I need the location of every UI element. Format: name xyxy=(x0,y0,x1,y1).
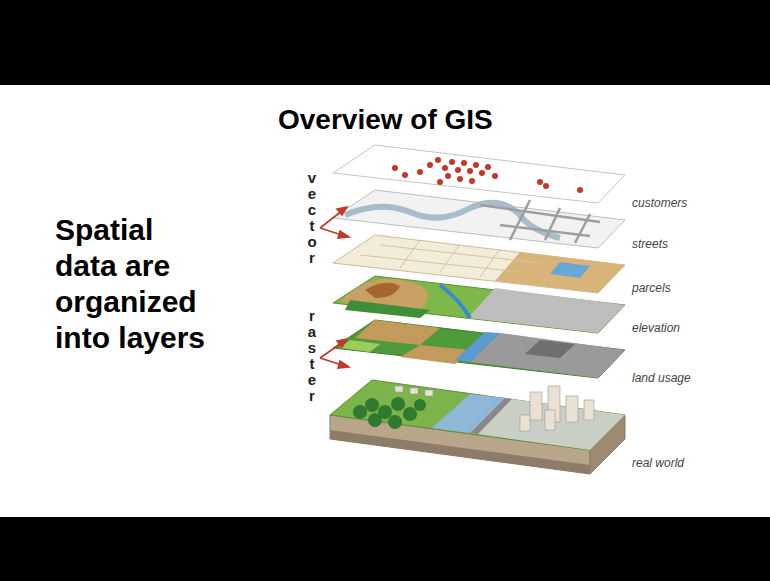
layer-label: elevation xyxy=(632,321,680,335)
layer-label: real world xyxy=(632,456,684,470)
layer-label: customers xyxy=(632,196,687,210)
real-world-block xyxy=(330,380,625,474)
bottom-bar xyxy=(0,517,770,581)
vertical-word: vector xyxy=(307,170,317,266)
top-bar xyxy=(0,0,770,85)
slide-bullet: Spatial data are organized into layers xyxy=(55,212,217,356)
vertical-word: raster xyxy=(307,308,317,404)
slide-title: Overview of GIS xyxy=(278,104,493,136)
layer-label: land usage xyxy=(632,371,691,385)
customers-layer xyxy=(333,145,625,203)
layer-label: streets xyxy=(632,237,668,251)
pointer-arrows xyxy=(320,207,349,368)
layer-label: parcels xyxy=(632,281,671,295)
